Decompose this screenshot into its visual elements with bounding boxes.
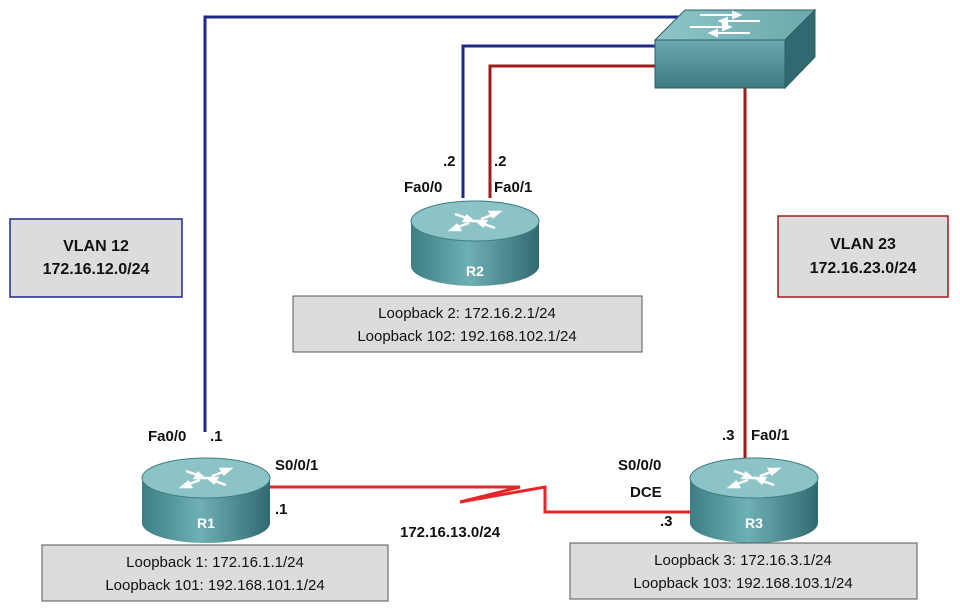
r2-loopback-102: Loopback 102: 192.168.102.1/24 xyxy=(357,328,576,345)
router-r1[interactable]: R1 xyxy=(141,457,271,543)
r2-fa01-ip: .2 xyxy=(494,153,507,170)
vlan12-label-box: VLAN 12 172.16.12.0/24 xyxy=(9,218,183,298)
vlan23-label-box: VLAN 23 172.16.23.0/24 xyxy=(777,215,949,298)
link-r2-fa01-switch xyxy=(488,64,660,198)
router-name: R1 xyxy=(197,515,215,531)
switch-icon[interactable] xyxy=(653,8,817,90)
r2-loopback-2: Loopback 2: 172.16.2.1/24 xyxy=(378,305,556,322)
r1-serial-ip: .1 xyxy=(275,501,288,518)
router-icon xyxy=(410,200,540,286)
r1-serial-interface: S0/0/1 xyxy=(275,457,318,474)
r3-dce-label: DCE xyxy=(630,484,662,501)
vlan12-network: 172.16.12.0/24 xyxy=(43,261,150,278)
router-r3[interactable]: R3 xyxy=(689,457,819,543)
vlan23-name: VLAN 23 xyxy=(830,236,896,253)
link-r2-fa00-switch xyxy=(461,44,660,198)
r3-fa01-interface: Fa0/1 xyxy=(751,427,789,444)
link-r1-switch-vlan12 xyxy=(203,15,682,432)
r3-fa01-ip: .3 xyxy=(722,427,735,444)
router-icon xyxy=(141,457,271,543)
r3-serial-ip: .3 xyxy=(660,513,673,530)
r3-loopback-103: Loopback 103: 192.168.103.1/24 xyxy=(633,575,852,592)
serial-network-label: 172.16.13.0/24 xyxy=(400,524,501,541)
r1-loopback-box: Loopback 1: 172.16.1.1/24 Loopback 101: … xyxy=(41,544,389,602)
r3-serial-interface: S0/0/0 xyxy=(618,457,661,474)
r1-loopback-1: Loopback 1: 172.16.1.1/24 xyxy=(126,554,304,571)
r2-fa01-interface: Fa0/1 xyxy=(494,179,532,196)
r1-fa00-ip: .1 xyxy=(210,428,223,445)
vlan12-name: VLAN 12 xyxy=(63,238,129,255)
router-icon xyxy=(689,457,819,543)
router-name: R3 xyxy=(745,515,763,531)
serial-link-r1-r3 xyxy=(262,485,692,514)
router-name: R2 xyxy=(466,263,484,279)
r2-fa00-ip: .2 xyxy=(443,153,456,170)
router-r2[interactable]: R2 xyxy=(410,200,540,286)
vlan23-network: 172.16.23.0/24 xyxy=(810,260,917,277)
r3-loopback-box: Loopback 3: 172.16.3.1/24 Loopback 103: … xyxy=(569,542,918,600)
r2-loopback-box: Loopback 2: 172.16.2.1/24 Loopback 102: … xyxy=(292,295,643,353)
r1-fa00-interface: Fa0/0 xyxy=(148,428,186,445)
r3-loopback-3: Loopback 3: 172.16.3.1/24 xyxy=(654,552,832,569)
r2-fa00-interface: Fa0/0 xyxy=(404,179,442,196)
r1-loopback-101: Loopback 101: 192.168.101.1/24 xyxy=(105,577,324,594)
